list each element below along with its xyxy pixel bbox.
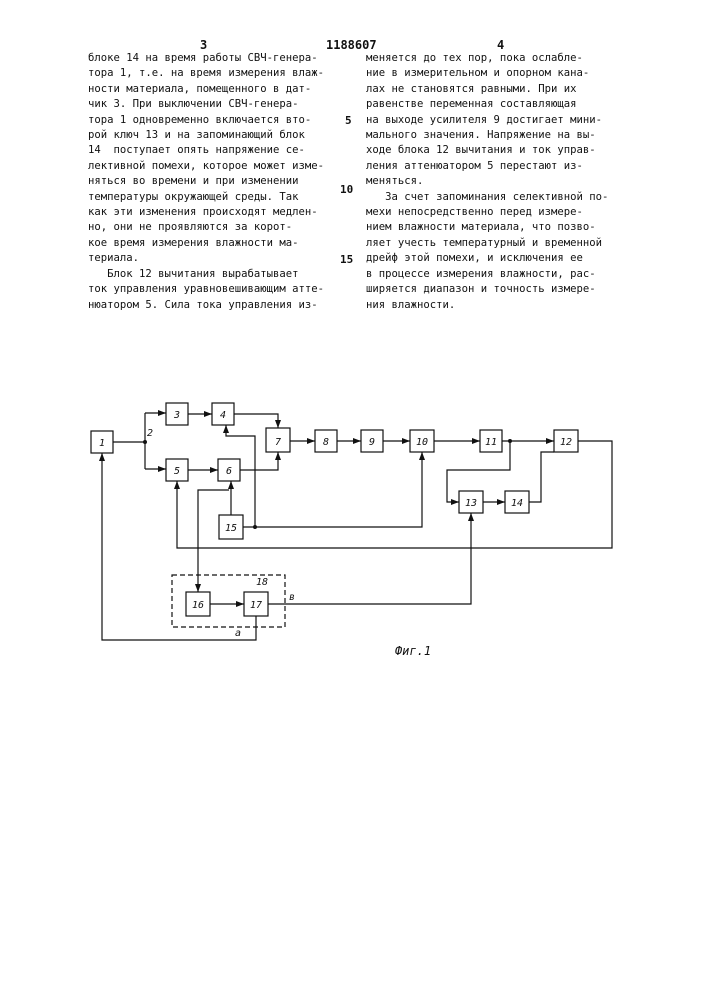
right_column-line: дрейф этой помехи, и исключения ее (366, 251, 608, 266)
line-number-5: 5 (345, 114, 352, 127)
junction-node-11 (508, 439, 512, 443)
right_column-line: в процессе измерения влажности, рас- (366, 267, 608, 282)
left_column-line: как эти изменения происходят медлен- (88, 205, 324, 220)
left_column-line: нюатором 5. Сила тока управления из- (88, 298, 324, 313)
left_column-line: 14 поступает опять напряжение се- (88, 143, 324, 158)
group-label-18: 18 (256, 577, 268, 588)
block-label: 16 (192, 600, 204, 611)
block-label: 8 (323, 437, 329, 448)
left_column-line: лективной помехи, которое может изме- (88, 159, 324, 174)
block-label: 10 (416, 437, 428, 448)
left_column-line: тора 1, т.е. на время измерения влаж- (88, 66, 324, 81)
left_column-line: ток управления уравновешивающим атте- (88, 282, 324, 297)
right_column-line: равенстве переменная составляющая (366, 97, 608, 112)
block-label: 7 (275, 437, 281, 448)
block-label: 14 (511, 498, 523, 509)
block-label: 12 (560, 437, 572, 448)
block-label: 1 (99, 438, 105, 449)
right_column-line: ширяется диапазон и точность измере- (366, 282, 608, 297)
block-label: 13 (465, 498, 477, 509)
right_column-line: на выходе усилителя 9 достигает мини- (366, 113, 608, 128)
output-label-a: а (235, 628, 241, 639)
right_column-line: ходе блока 12 вычитания и ток управ- (366, 143, 608, 158)
left_column-line: кое время измерения влажности ма- (88, 236, 324, 251)
right_column-line: мехи непосредственно перед измере- (366, 205, 608, 220)
left_column-line: рой ключ 13 и на запоминающий блок (88, 128, 324, 143)
left-text-column: блоке 14 на время работы СВЧ-генера-тора… (88, 51, 324, 313)
right_column-line: лах не становятся равными. При их (366, 82, 608, 97)
block-diagram: 1 3 4 5 6 7 8 9 10 11 12 13 14 15 16 17 … (0, 380, 707, 680)
node-label-2: 2 (147, 428, 153, 439)
left_column-line: блоке 14 на время работы СВЧ-генера- (88, 51, 324, 66)
left_column-line: Блок 12 вычитания вырабатывает (88, 267, 324, 282)
patent-number: 1188607 (326, 38, 377, 52)
left_column-line: няться во времени и при изменении (88, 174, 324, 189)
junction-node-2 (143, 440, 147, 444)
right_column-line: меняется до тех пор, пока ослабле- (366, 51, 608, 66)
block-label: 9 (369, 437, 375, 448)
left_column-line: териала. (88, 251, 324, 266)
left_column-line: тора 1 одновременно включается вто- (88, 113, 324, 128)
figure-caption: Фиг.1 (395, 644, 431, 658)
block-label: 17 (250, 600, 262, 611)
block-label: 15 (225, 523, 237, 534)
right_column-line: ляет учесть температурный и временной (366, 236, 608, 251)
left_column-line: ности материала, помещенного в дат- (88, 82, 324, 97)
block-label: 4 (220, 410, 226, 421)
page-number-right: 4 (497, 38, 504, 52)
right_column-line: меняться. (366, 174, 608, 189)
right_column-line: ления аттенюатором 5 перестают из- (366, 159, 608, 174)
right_column-line: ние в измерительном и опорном кана- (366, 66, 608, 81)
block-label: 11 (485, 437, 497, 448)
left_column-line: но, они не проявляются за корот- (88, 220, 324, 235)
page-number-left: 3 (200, 38, 207, 52)
output-label-b: в (289, 592, 295, 603)
right_column-line: мального значения. Напряжение на вы- (366, 128, 608, 143)
block-label: 3 (173, 410, 180, 421)
line-number-10: 10 (340, 183, 353, 196)
junction-node-15 (253, 525, 257, 529)
left_column-line: температуры окружающей среды. Так (88, 190, 324, 205)
right_column-line: нием влажности материала, что позво- (366, 220, 608, 235)
left_column-line: чик 3. При выключении СВЧ-генера- (88, 97, 324, 112)
right_column-line: За счет запоминания селективной по- (366, 190, 608, 205)
right-text-column: меняется до тех пор, пока ослабле-ние в … (366, 51, 608, 313)
block-label: 6 (226, 466, 232, 477)
right_column-line: ния влажности. (366, 298, 608, 313)
block-label: 5 (174, 466, 180, 477)
line-number-15: 15 (340, 253, 353, 266)
